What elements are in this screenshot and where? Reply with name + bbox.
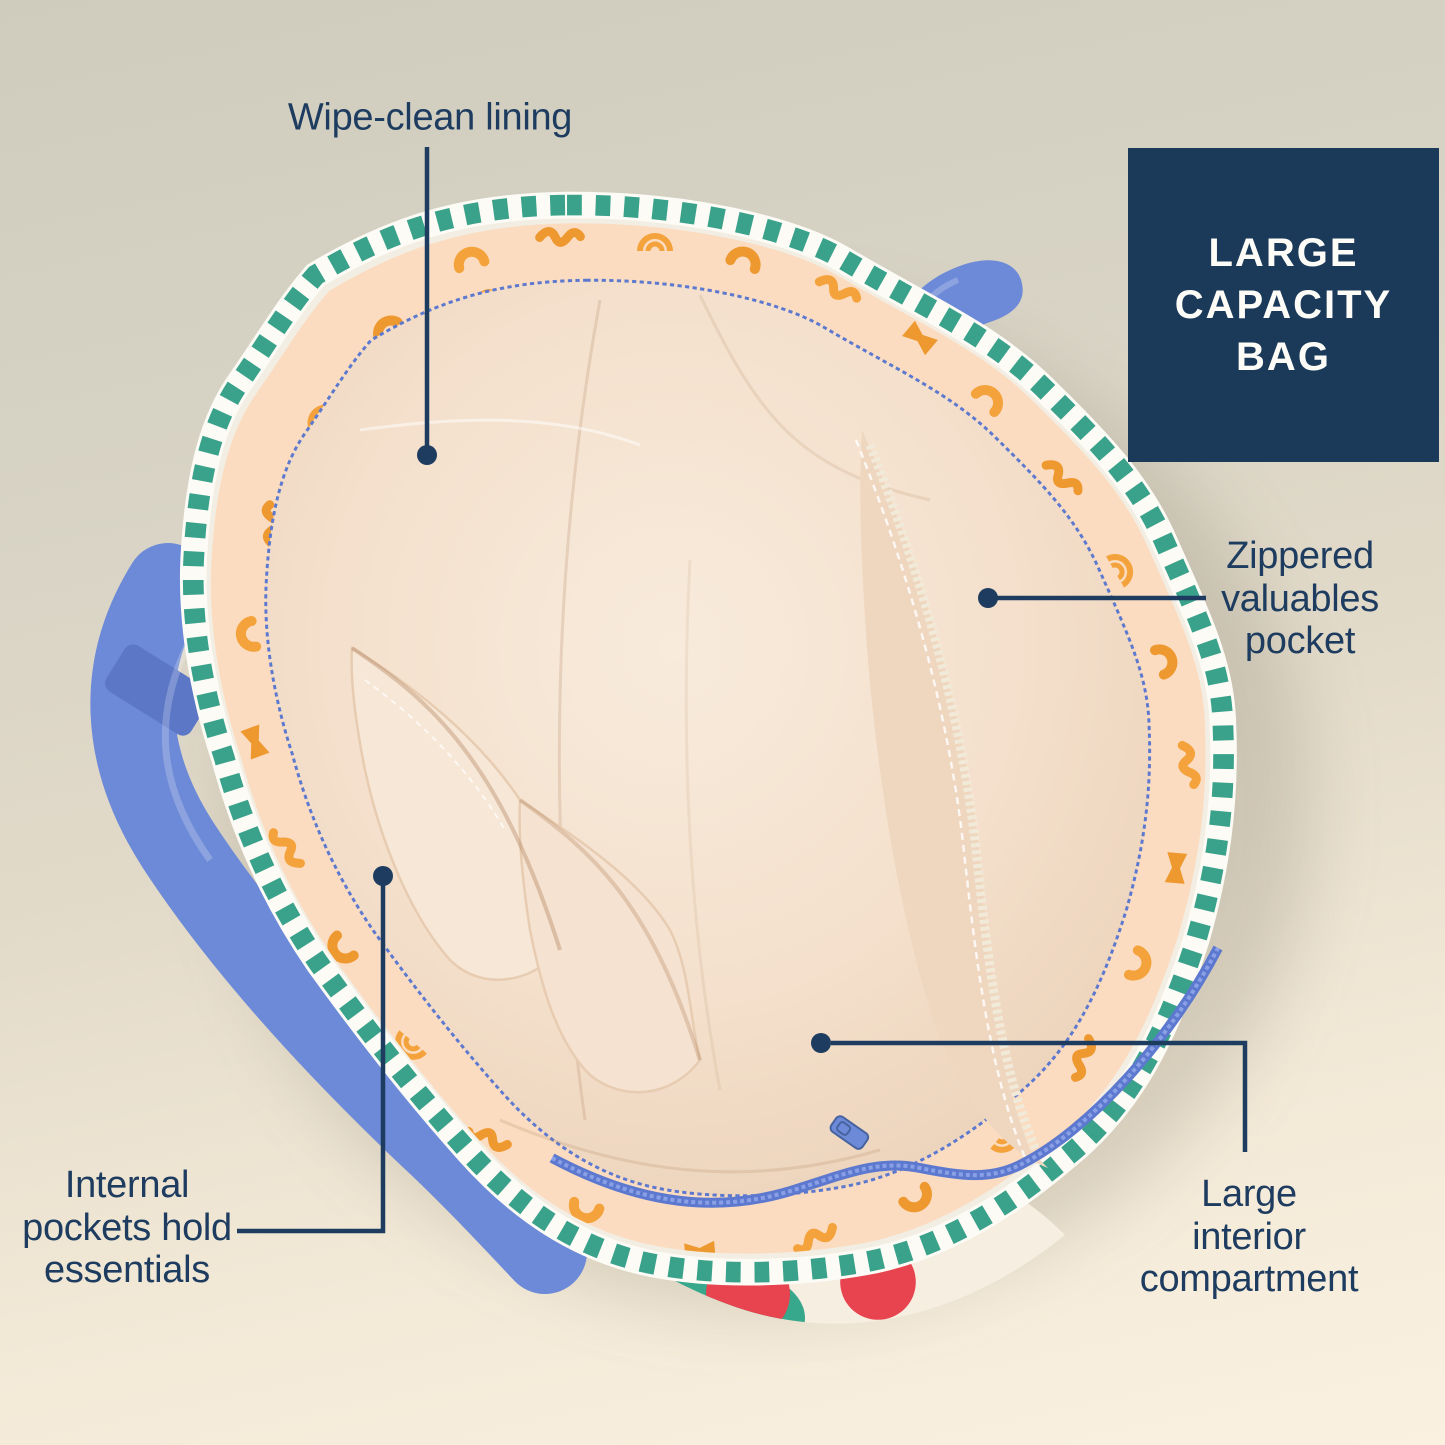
callout-line: valuables: [1221, 577, 1379, 620]
callout-internal-pockets: Internal pockets hold essentials: [22, 1164, 232, 1292]
badge-line: LARGE: [1208, 231, 1359, 275]
callout-line: compartment: [1139, 1258, 1359, 1301]
strap-left: [90, 543, 587, 1294]
callout-dot-interior-compartment: [811, 1033, 831, 1053]
callout-line: Large: [1201, 1173, 1297, 1216]
pocket-zipper-teeth: [865, 443, 1043, 1157]
zippered-pocket: [854, 430, 1048, 1168]
zipper-pull: [829, 1115, 870, 1150]
callout-dot-zippered-pocket: [978, 588, 998, 608]
leader-line-internal-pockets: [237, 884, 386, 1234]
badge-line: BAG: [1236, 335, 1331, 379]
callout-line: Internal: [64, 1164, 190, 1207]
main-zipper: [549, 945, 1223, 1208]
callout-wipe-clean-lining: Wipe-clean lining: [287, 96, 573, 140]
callout-line: Zippered: [1226, 535, 1374, 578]
badge-large-capacity: LARGE CAPACITY BAG: [1128, 148, 1439, 462]
internal-pockets: [350, 645, 702, 1094]
callout-zippered-valuables-pocket: Zippered valuables pocket: [1221, 535, 1379, 663]
callout-text: Wipe-clean lining: [287, 96, 573, 139]
callout-dot-internal-pockets: [373, 866, 393, 886]
callout-line: pocket: [1244, 620, 1356, 663]
callout-large-interior-compartment: Large interior compartment: [1139, 1173, 1359, 1301]
badge-line: CAPACITY: [1174, 283, 1393, 327]
callout-line: essentials: [44, 1249, 210, 1292]
callout-line: interior: [1192, 1215, 1306, 1258]
callout-dot-wipe-clean: [417, 445, 437, 465]
callout-line: pockets hold: [22, 1206, 232, 1249]
leader-line-interior-compartment: [831, 1040, 1248, 1152]
